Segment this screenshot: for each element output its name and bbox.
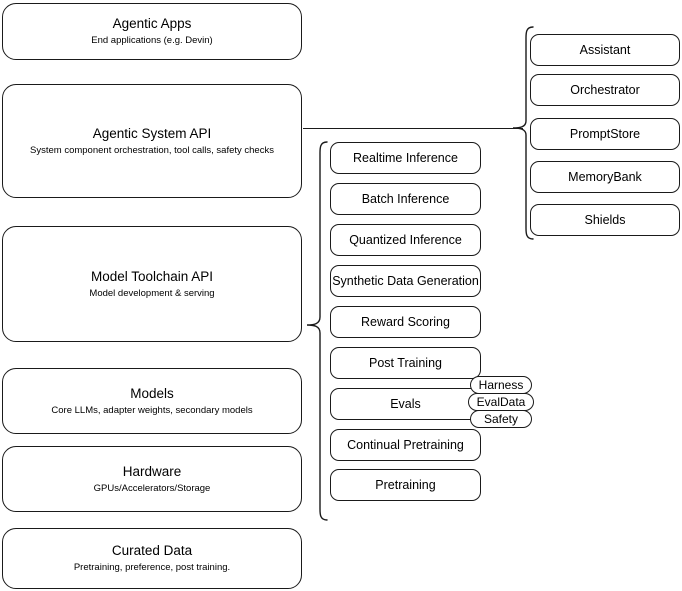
item-box-realtime-inference[interactable]: Realtime Inference [330,142,481,174]
layer-subtitle: Model development & serving [89,287,215,299]
layer-subtitle: Pretraining, preference, post training. [73,562,231,573]
item-box-evals[interactable]: Evals [330,388,481,420]
item-label: Post Training [369,355,442,370]
layer-title: Agentic System API [92,125,212,141]
layer-box-agentic-system-api[interactable]: Agentic System API System component orch… [2,84,302,198]
layer-title: Agentic Apps [112,16,192,31]
item-label: MemoryBank [568,169,642,184]
badge-label: EvalData [476,395,526,409]
layer-title: Curated Data [111,543,193,558]
item-label: PromptStore [569,126,641,141]
layer-subtitle: Core LLMs, adapter weights, secondary mo… [51,404,253,416]
layer-title: Models [130,385,174,401]
item-label: Shields [584,212,626,227]
item-box-promptstore[interactable]: PromptStore [530,118,680,150]
layer-title: Model Toolchain API [90,268,214,284]
item-box-orchestrator[interactable]: Orchestrator [530,74,680,106]
item-box-memorybank[interactable]: MemoryBank [530,161,680,193]
layer-title: Hardware [122,463,182,479]
item-label: Evals [390,396,421,411]
item-label: Orchestrator [570,82,640,97]
item-box-post-training[interactable]: Post Training [330,347,481,379]
item-label: Continual Pretraining [347,437,464,452]
item-label: Synthetic Data Generation [332,273,479,288]
item-label: Reward Scoring [361,314,450,329]
toolchain-group-brace [306,141,328,521]
system-components-group-brace [512,26,534,240]
item-label: Quantized Inference [349,232,462,247]
layer-box-curated-data[interactable]: Curated Data Pretraining, preference, po… [2,528,302,589]
item-box-batch-inference[interactable]: Batch Inference [330,183,481,215]
item-label: Pretraining [375,477,436,492]
layer-box-models[interactable]: Models Core LLMs, adapter weights, secon… [2,368,302,434]
item-box-shields[interactable]: Shields [530,204,680,236]
item-box-continual-pretraining[interactable]: Continual Pretraining [330,429,481,461]
layer-subtitle: System component orchestration, tool cal… [30,144,274,156]
badge-label: Harness [478,378,524,392]
badge-label: Safety [483,412,519,426]
item-label: Realtime Inference [353,150,458,165]
layer-box-hardware[interactable]: Hardware GPUs/Accelerators/Storage [2,446,302,512]
item-box-quantized-inference[interactable]: Quantized Inference [330,224,481,256]
item-box-synthetic-data-generation[interactable]: Synthetic Data Generation [330,265,481,297]
badge-pill-evaldata[interactable]: EvalData [468,393,534,411]
layer-box-model-toolchain-api[interactable]: Model Toolchain API Model development & … [2,226,302,342]
badge-pill-safety[interactable]: Safety [470,410,532,428]
item-box-reward-scoring[interactable]: Reward Scoring [330,306,481,338]
item-label: Assistant [579,42,631,57]
layer-subtitle: End applications (e.g. Devin) [91,35,213,46]
layer-box-agentic-apps[interactable]: Agentic Apps End applications (e.g. Devi… [2,3,302,60]
connector-system-api-to-components [303,128,523,130]
badge-pill-harness[interactable]: Harness [470,376,532,394]
item-box-pretraining[interactable]: Pretraining [330,469,481,501]
item-label: Batch Inference [361,191,450,206]
layer-subtitle: GPUs/Accelerators/Storage [93,482,211,494]
item-box-assistant[interactable]: Assistant [530,34,680,66]
